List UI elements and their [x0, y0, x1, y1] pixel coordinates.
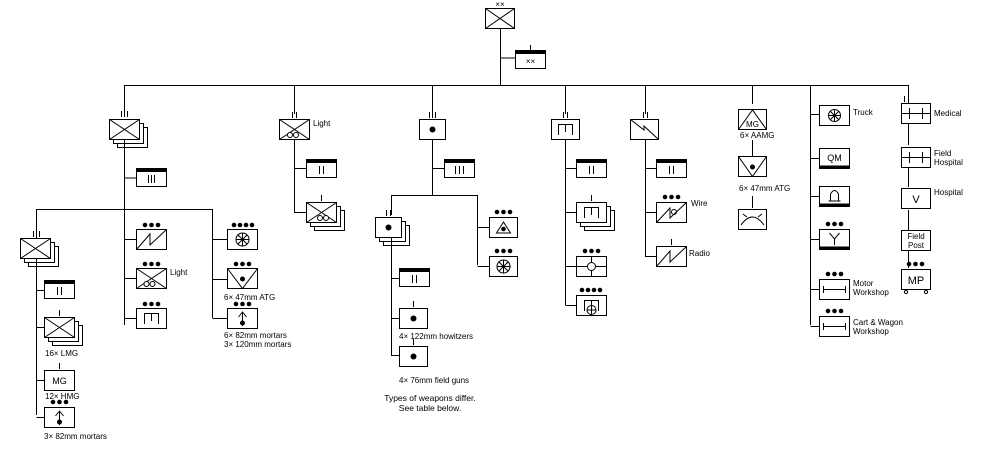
antitank-battalion: 6× 47mm ATG	[738, 156, 790, 193]
cart-wagon-workshop-symbol: Cart & Wagon Workshop	[819, 308, 903, 337]
motor-workshop-label-2: Workshop	[853, 288, 889, 297]
field-post-label-1: Field	[907, 232, 924, 241]
rifle-company-symbol: 16× LMG	[44, 310, 83, 358]
infantry-mortar-label-2: 3× 120mm mortars	[224, 340, 291, 349]
military-police-symbol: MP	[901, 261, 931, 295]
engineer-battalion-symbol	[551, 112, 580, 140]
motor-workshop-label-1: Motor	[853, 279, 874, 288]
recon-light-label: Light	[313, 119, 331, 128]
cart-workshop-label-2: Workshop	[853, 327, 889, 336]
truck-column-symbol: Truck	[819, 105, 874, 126]
field-hospital-symbol: Field Hospital	[901, 147, 963, 168]
aa-battery	[489, 209, 518, 238]
infantry-battalion-symbol	[20, 231, 59, 267]
recon-battalion-hq	[306, 159, 337, 178]
wire-company-symbol: Wire	[656, 194, 708, 223]
infantry-gun-battery	[227, 222, 258, 250]
radio-company-symbol: Radio	[656, 239, 710, 267]
infantry-engineer-company	[136, 301, 167, 329]
engineer-gun-battery	[576, 287, 607, 316]
machine-gun-symbol-text: MG	[52, 376, 67, 386]
aa-mg-symbol-text: MG	[746, 120, 759, 129]
division-hq-symbol: ××	[515, 45, 546, 69]
division-echelon-label: ××	[495, 0, 505, 9]
infantry-regiment-symbol	[109, 111, 148, 148]
medical-label: Medical	[934, 109, 962, 118]
mp-symbol-text: MP	[908, 275, 925, 287]
anti-tank-rifle-unit	[738, 209, 767, 230]
field-hospital-label-1: Field	[934, 149, 951, 158]
infantry-mortar-label-1: 6× 82mm mortars	[224, 331, 287, 340]
weapons-note-line-2: See table below.	[399, 403, 461, 413]
infantry-battalion-hq	[44, 280, 75, 299]
battalion-mortar-company-symbol: 3× 82mm mortars	[44, 399, 107, 441]
infantry-signal-company	[136, 222, 167, 250]
howitzer-label: 4× 122mm howitzers	[399, 332, 473, 341]
battalion-mortar-label: 3× 82mm mortars	[44, 432, 107, 441]
engineer-battalion-hq	[576, 159, 607, 178]
signal-battalion-hq	[656, 159, 687, 178]
artillery-battalion-hq	[399, 268, 430, 287]
aa-machine-gun-battalion: MG 6× AAMG	[738, 109, 774, 140]
artillery-gun-battery	[489, 248, 518, 277]
hospital-symbol: V Hospital	[901, 188, 963, 209]
artillery-regiment-symbol	[419, 112, 446, 140]
bridging-company-symbol	[576, 248, 607, 277]
division-symbol: ××	[485, 0, 515, 29]
hmg-label: 12× HMG	[45, 392, 79, 401]
artillery-regiment-hq	[444, 159, 475, 178]
atg-division-label: 6× 47mm ATG	[739, 184, 790, 193]
radio-label: Radio	[689, 249, 710, 258]
infantry-mortar-company: 6× 82mm mortars 3× 120mm mortars	[224, 301, 291, 349]
field-gun-label: 4× 76mm field guns	[399, 376, 469, 385]
motor-workshop-symbol: Motor Workshop	[819, 271, 889, 300]
infantry-light-recon-company: Light	[136, 261, 188, 289]
qm-symbol-text: QM	[827, 153, 842, 163]
wire-label: Wire	[691, 199, 708, 208]
field-post-symbol: Field Post	[901, 230, 931, 251]
cart-workshop-label-1: Cart & Wagon	[853, 318, 903, 327]
hospital-label: Hospital	[934, 188, 963, 197]
infantry-antitank-battery: 6× 47mm ATG	[224, 261, 275, 302]
field-gun-battery: 4× 76mm field guns	[399, 339, 469, 385]
lmg-label: 16× LMG	[45, 349, 78, 358]
quartermaster-symbol: QM	[819, 148, 850, 169]
recon-company-symbol	[306, 195, 345, 231]
howitzer-battery: 4× 122mm howitzers	[399, 301, 473, 341]
weapons-note-line-1: Types of weapons differ.	[384, 393, 476, 403]
infantry-atg-label: 6× 47mm ATG	[224, 293, 275, 302]
recon-battalion-symbol: Light	[279, 112, 331, 140]
hospital-symbol-text: V	[912, 194, 920, 206]
supply-column-symbol	[819, 221, 850, 250]
medical-battalion-symbol: Medical	[901, 96, 962, 124]
truck-label: Truck	[853, 108, 874, 117]
division-hq-echelon-label: ××	[526, 57, 536, 66]
machine-gun-company-symbol: MG 12× HMG	[44, 363, 79, 401]
bakery-symbol	[819, 186, 850, 207]
infantry-recon-light-label: Light	[170, 268, 188, 277]
field-post-label-2: Post	[908, 241, 925, 250]
infantry-regiment-hq	[136, 168, 167, 187]
aamg-label: 6× AAMG	[740, 131, 774, 140]
engineer-company-symbol	[576, 195, 615, 231]
signal-battalion-symbol	[630, 112, 659, 140]
field-hospital-label-2: Hospital	[934, 158, 963, 167]
artillery-battalion-symbol	[375, 210, 410, 246]
